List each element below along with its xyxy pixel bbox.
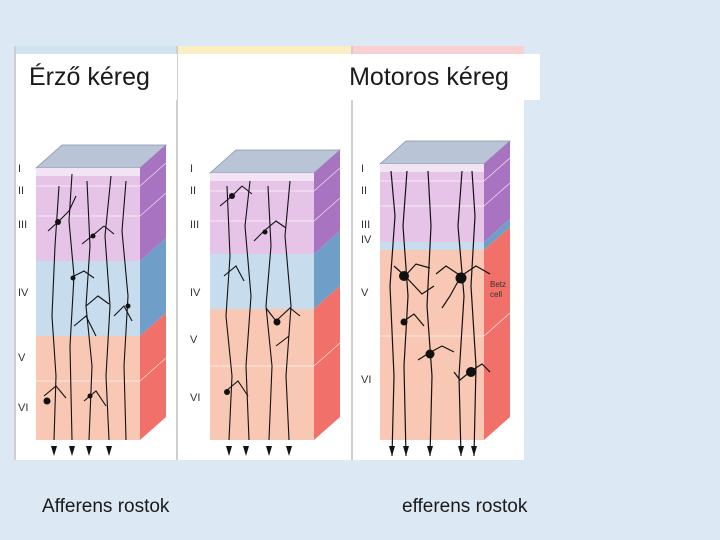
sensory-column-block bbox=[36, 145, 166, 456]
efferent-fibers-caption: efferens rostok bbox=[402, 496, 527, 518]
layer-label: VI bbox=[361, 374, 371, 386]
layer-label: V bbox=[361, 287, 369, 299]
layer-label: I bbox=[361, 163, 364, 175]
betz-cell-label: cell bbox=[490, 290, 502, 299]
column-header-motor bbox=[352, 46, 524, 54]
layer-label: II bbox=[18, 185, 24, 197]
association-column-block bbox=[210, 150, 340, 456]
column-header-association bbox=[177, 46, 352, 54]
column-header-sensory bbox=[14, 46, 177, 54]
layer-label: I bbox=[18, 163, 21, 175]
layer-label: VI bbox=[190, 392, 200, 404]
layer-label: IV bbox=[190, 287, 201, 299]
betz-cell-label: Betz bbox=[490, 280, 506, 289]
layer-label: II bbox=[361, 185, 367, 197]
layer-label: IV bbox=[18, 287, 29, 299]
layer-label: VI bbox=[18, 402, 28, 414]
cortex-layers-diagram: I II III IV V VI bbox=[14, 46, 524, 460]
layer-label: II bbox=[190, 185, 196, 197]
layer-label: V bbox=[190, 334, 198, 346]
layer-label: V bbox=[18, 352, 26, 364]
afferent-fibers-caption: Afferens rostok bbox=[42, 496, 169, 518]
layer-label: III bbox=[190, 219, 199, 231]
motor-cortex-title: Motoros kéreg bbox=[318, 54, 540, 100]
layer-label: IV bbox=[361, 234, 372, 246]
layer-label: III bbox=[361, 219, 370, 231]
layer-label: I bbox=[190, 163, 193, 175]
sensory-cortex-title: Érző kéreg bbox=[17, 54, 177, 100]
layer-label: III bbox=[18, 219, 27, 231]
